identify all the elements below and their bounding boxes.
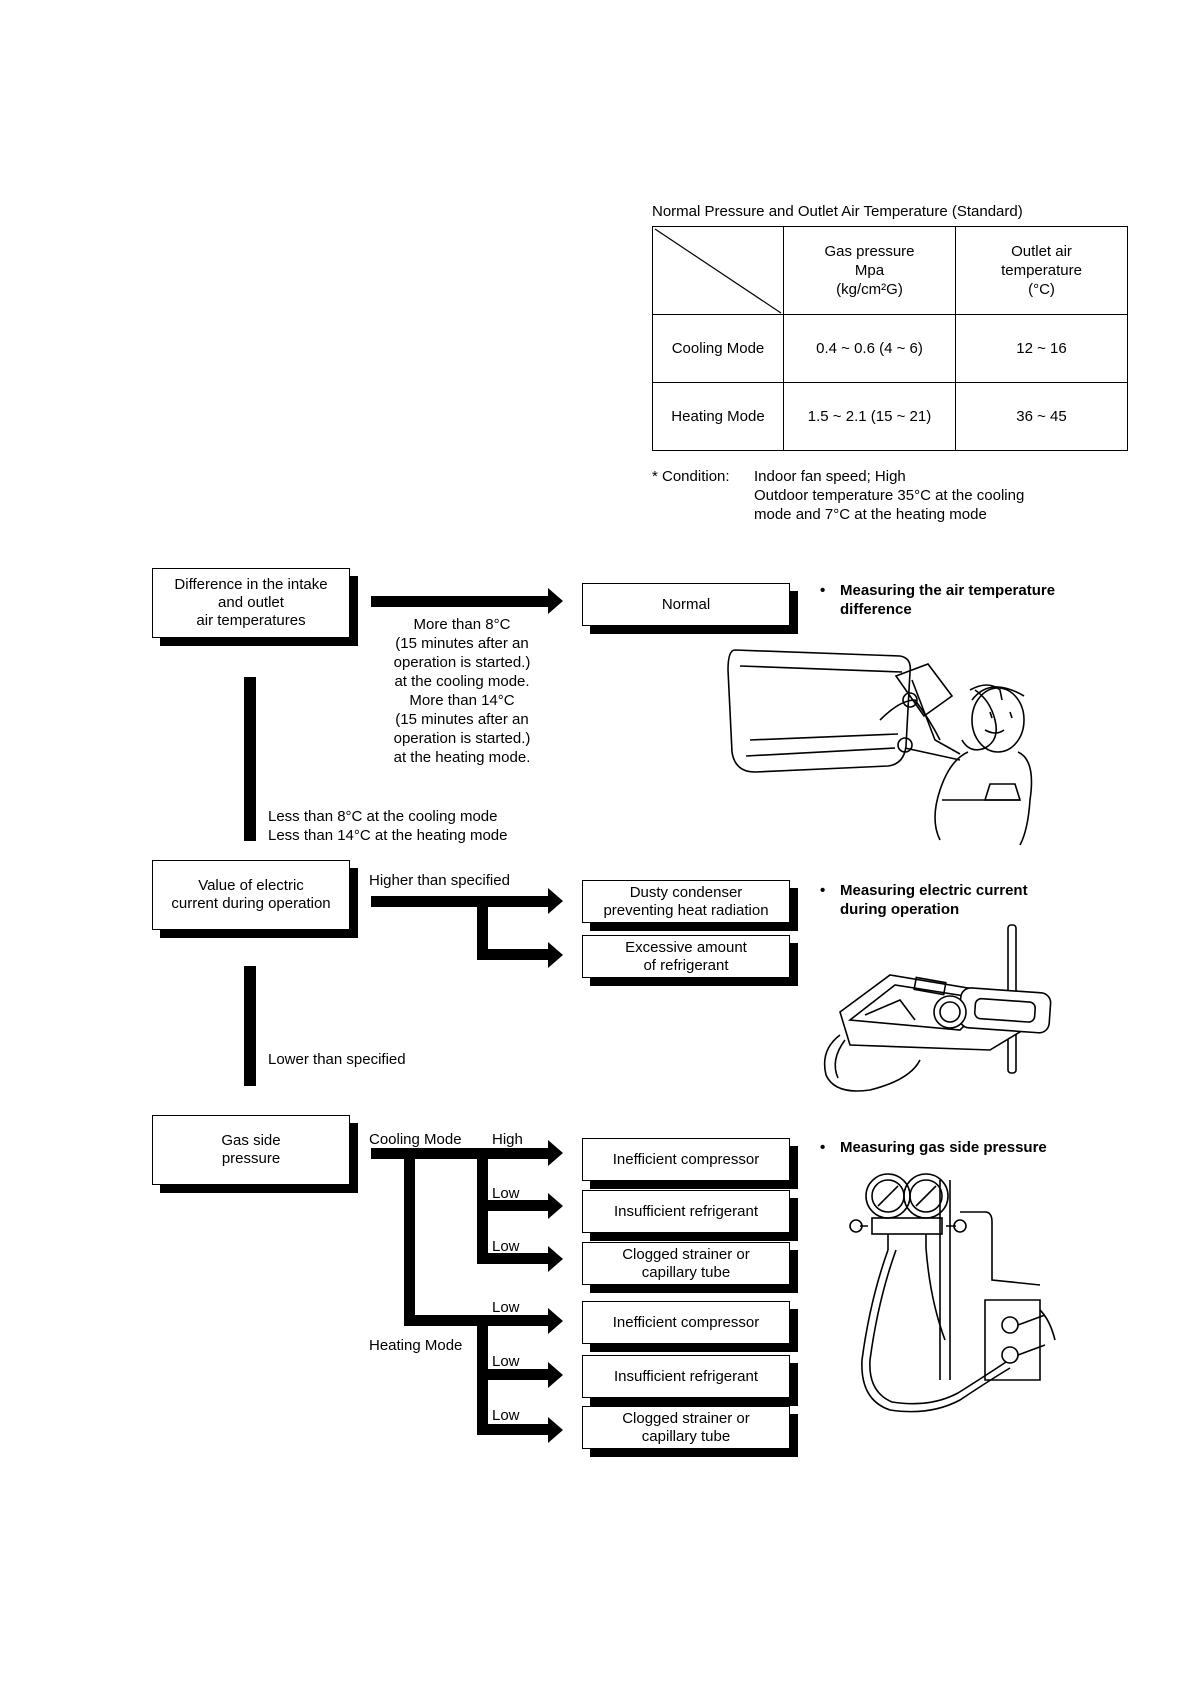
diagonal-line (654, 228, 782, 314)
result-insufficient-refrigerant: Insufficient refrigerant (582, 1355, 790, 1398)
outlet-temp-value: 36 ~ 45 (955, 382, 1128, 451)
table-row: Heating Mode 1.5 ~ 2.1 (15 ~ 21) 36 ~ 45 (652, 382, 1128, 451)
note-gas-pressure-text: Measuring gas side pressure (840, 1139, 1047, 1156)
air-temp-difference-box: Difference in the intake and outlet air … (152, 568, 350, 638)
pressure-table: Gas pressure Mpa (kg/cm²G) Outlet air te… (652, 226, 1128, 451)
branch-label-high: High (492, 1131, 523, 1148)
lower-than-label: Lower than specified (268, 1051, 406, 1068)
note-electric-current-text: Measuring electric current during operat… (840, 882, 1028, 918)
table-title: Normal Pressure and Outlet Air Temperatu… (652, 203, 1023, 220)
more-than-label: More than 8°C (15 minutes after an opera… (393, 616, 531, 766)
result-clogged-strainer: Clogged strainer or capillary tube (582, 1242, 790, 1285)
less-than-label: Less than 8°C at the cooling mode Less t… (268, 808, 508, 844)
normal-result-box: Normal (582, 583, 790, 626)
condition-label: * Condition: (652, 468, 730, 485)
branch-label-low: Low (492, 1407, 520, 1424)
branch-label-low: Low (492, 1185, 520, 1202)
row-label: Heating Mode (652, 382, 784, 451)
result-inefficient-compressor: Inefficient compressor (582, 1138, 790, 1181)
branch-label-low: Low (492, 1299, 520, 1316)
result-dusty-condenser: Dusty condenser preventing heat radiatio… (582, 880, 790, 923)
result-excessive-refrigerant: Excessive amount of refrigerant (582, 935, 790, 978)
higher-than-label: Higher than specified (369, 872, 510, 889)
note-air-temp-text: Measuring the air temperature difference (840, 582, 1056, 618)
result-inefficient-compressor: Inefficient compressor (582, 1301, 790, 1344)
branch-label-low: Low (492, 1353, 520, 1370)
table-row: Cooling Mode 0.4 ~ 0.6 (4 ~ 6) 12 ~ 16 (652, 314, 1128, 383)
electric-current-box: Value of electric current during operati… (152, 860, 350, 930)
outlet-temp-value: 12 ~ 16 (955, 314, 1128, 383)
table-corner-cell (652, 226, 784, 315)
condition-text: Indoor fan speed; High Outdoor temperatu… (754, 468, 1025, 523)
row-label: Cooling Mode (652, 314, 784, 383)
cooling-mode-label: Cooling Mode (369, 1131, 462, 1148)
branch-label-low: Low (492, 1238, 520, 1255)
result-insufficient-refrigerant: Insufficient refrigerant (582, 1190, 790, 1233)
heating-mode-label: Heating Mode (369, 1337, 463, 1354)
result-clogged-strainer: Clogged strainer or capillary tube (582, 1406, 790, 1449)
gas-side-pressure-box: Gas side pressure (152, 1115, 350, 1185)
